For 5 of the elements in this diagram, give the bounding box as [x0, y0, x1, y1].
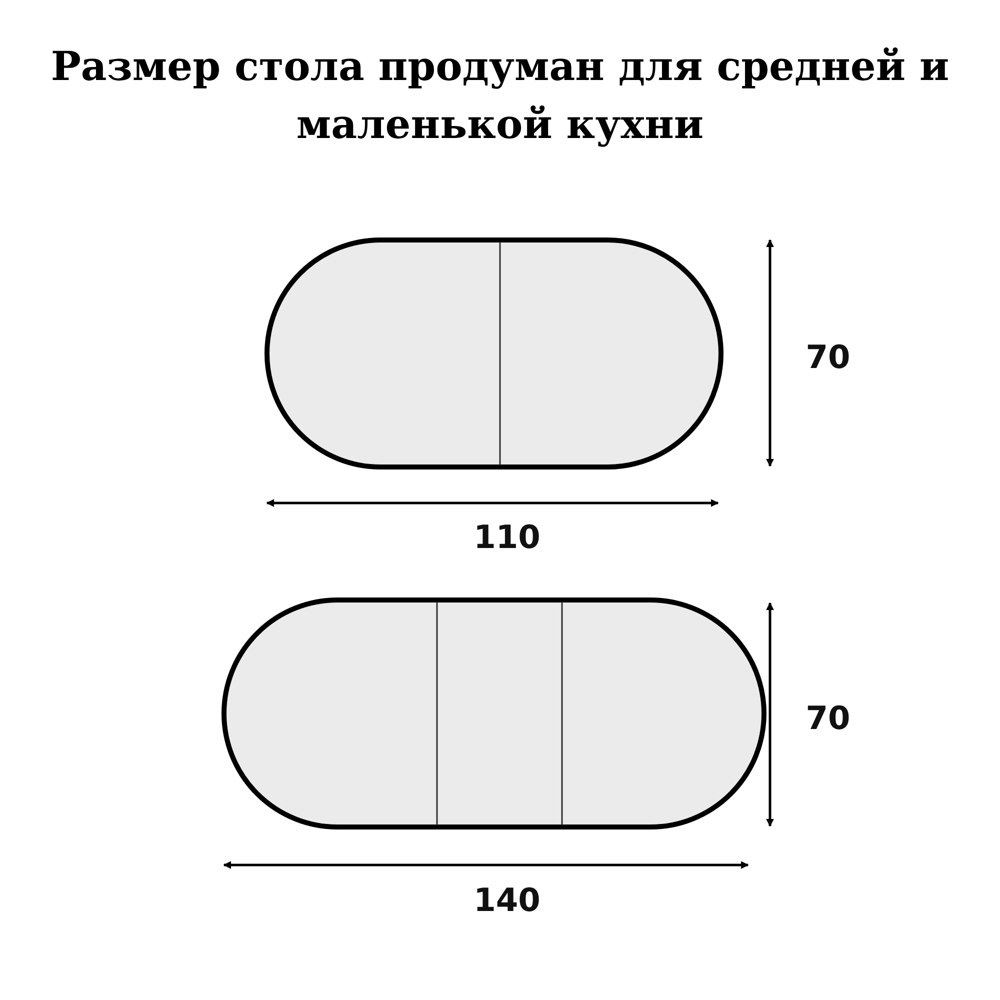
dimension-label: 110: [474, 518, 540, 556]
title: Размер стола продуман для средней и маленькой кухни: [50, 42, 950, 150]
dimension-label: 70: [806, 699, 850, 737]
dimension-label: 70: [806, 338, 850, 376]
dimension-label: 140: [474, 881, 540, 919]
